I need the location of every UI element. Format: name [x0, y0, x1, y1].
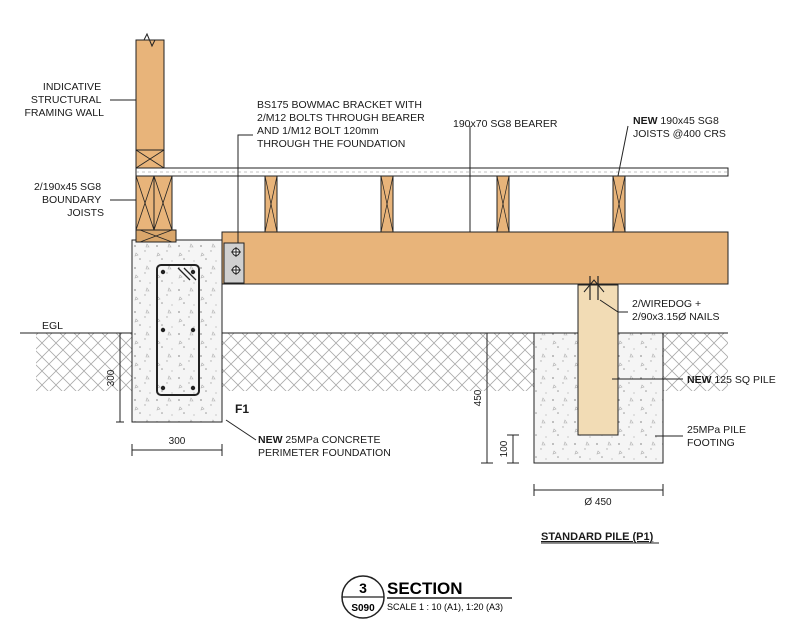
sheet-number: S090 [351, 603, 375, 614]
scale-text: SCALE 1 : 10 (A1), 1:20 (A3) [387, 602, 503, 612]
dimension-lines [116, 332, 664, 496]
f1-tag: F1 [235, 402, 249, 416]
bracket-label: BS175 BOWMAC BRACKET WITH 2/M12 BOLTS TH… [257, 99, 428, 150]
floor-joists [264, 175, 626, 233]
foundation-label: NEW 25MPa CONCRETE PERIMETER FOUNDATION [258, 434, 391, 459]
wiredog-label: 2/WIREDOG + 2/90x3.15Ø NAILS [632, 298, 720, 323]
footing-depth-dim: 450 [473, 389, 484, 406]
reinforcing-cage [156, 264, 200, 396]
pile-embed-dim: 100 [499, 440, 510, 457]
ground-hatch [20, 332, 728, 391]
framing-wall [135, 39, 165, 169]
boundary-joists-label: 2/190x45 SG8 BOUNDARY JOISTS [34, 181, 104, 219]
boundary-joists [135, 175, 173, 231]
framing-wall-label: INDICATIVE STRUCTURAL FRAMING WALL [24, 81, 104, 119]
pile-footing-label: 25MPa PILE FOOTING [687, 424, 749, 449]
pile-label: NEW 125 SQ PILE [687, 374, 776, 386]
perimeter-foundation [131, 239, 223, 423]
leader-lines [110, 99, 683, 441]
detail-number: 3 [359, 580, 367, 596]
joists-label: NEW 190x45 SG8 JOISTS @400 CRS [633, 115, 726, 140]
foundation-depth-dim: 300 [106, 369, 117, 386]
foundation-width-dim: 300 [169, 436, 186, 447]
section-title: SECTION [387, 579, 463, 598]
bearer [221, 231, 729, 285]
footing-dia-dim: Ø 450 [584, 497, 612, 508]
standard-pile-subtitle: STANDARD PILE (P1) [541, 531, 654, 543]
bearer-label: 190x70 SG8 BEARER [453, 118, 558, 130]
section-title-block: 3 S090 SECTION SCALE 1 : 10 (A1), 1:20 (… [341, 575, 512, 619]
wiredog-nails [583, 276, 605, 300]
egl-label: EGL [42, 320, 63, 332]
